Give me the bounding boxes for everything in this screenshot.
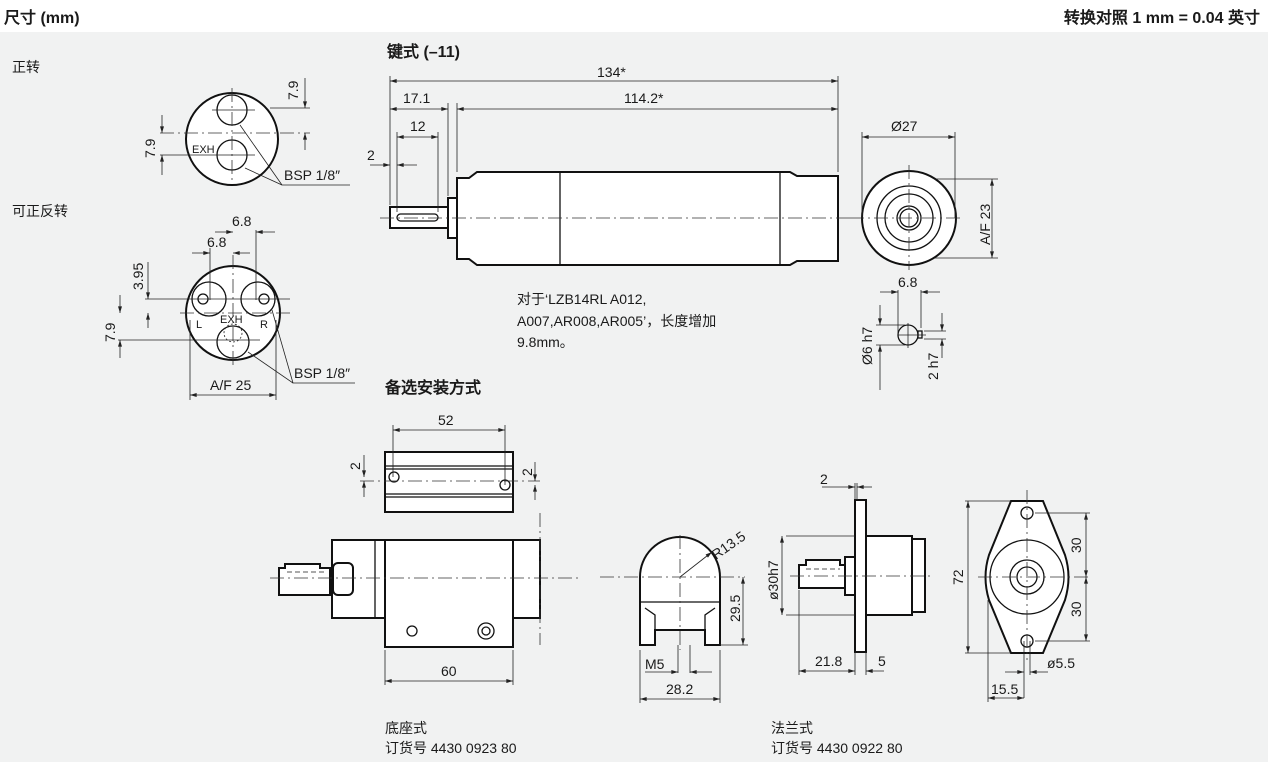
foot-mount-name: 底座式 xyxy=(385,720,427,736)
motor-tail xyxy=(911,538,926,613)
dim-dia-27: Ø27 xyxy=(891,118,918,134)
dim-2-left: 2 xyxy=(347,462,363,470)
keyed-end-view: Ø27 A/F 23 6.8 Ø6 h7 2 h7 xyxy=(850,118,998,390)
dim-dia-30h7: ø30h7 xyxy=(765,560,781,600)
dim-7.9: 7.9 xyxy=(102,322,118,342)
motor-tail xyxy=(512,539,541,619)
dim-r13.5: R13.5 xyxy=(709,528,749,563)
dim-17.1: 17.1 xyxy=(403,90,430,106)
dim-3.95: 3.95 xyxy=(130,263,146,290)
dim-5: 5 xyxy=(878,653,886,669)
dim-134: 134* xyxy=(597,64,626,80)
foot-bracket xyxy=(384,539,514,648)
key xyxy=(917,330,923,339)
exh-label: EXH xyxy=(192,144,215,156)
forward-label: 正转 xyxy=(12,59,40,75)
mounting-title: 备选安装方式 xyxy=(384,378,481,397)
dim-7.9-top: 7.9 xyxy=(285,80,301,100)
motor-body xyxy=(456,171,839,266)
dim-21.8: 21.8 xyxy=(815,653,842,669)
foot-mount-view: 52 2 2 60 R13.5 29.5 M5 28.2 底座式 xyxy=(270,412,748,756)
note-line-2: A007,AR008,AR005’，长度增加 xyxy=(517,313,716,329)
dim-m5: M5 xyxy=(645,656,665,672)
output-shaft xyxy=(389,206,449,229)
dim-shaft-dia: Ø6 h7 xyxy=(859,327,875,365)
note-line-3: 9.8mm。 xyxy=(517,334,574,350)
bsp-label: BSP 1/8″ xyxy=(294,365,350,381)
dim-6.8-a: 6.8 xyxy=(232,213,252,229)
reversible-port-view: 可正反转 6.8 6.8 3.95 7.9 EXH L R BSP 1/8″ A… xyxy=(12,203,355,400)
bsp-label: BSP 1/8″ xyxy=(284,167,340,183)
flange-body xyxy=(865,535,913,616)
page-title: 尺寸 (mm) xyxy=(4,10,80,27)
output-shaft xyxy=(278,563,331,596)
dim-2: 2 xyxy=(367,147,375,163)
dim-2: 2 xyxy=(820,471,828,487)
dim-6.8-b: 6.8 xyxy=(207,234,227,250)
foot-top-view xyxy=(384,451,514,513)
dim-52: 52 xyxy=(438,412,454,428)
dim-12: 12 xyxy=(410,118,426,134)
dim-hole-5.5: ø5.5 xyxy=(1047,655,1075,671)
exh-label: EXH xyxy=(220,314,243,326)
dim-30-upper: 30 xyxy=(1068,537,1084,553)
dim-30-lower: 30 xyxy=(1068,601,1084,617)
dim-15.5: 15.5 xyxy=(991,681,1018,697)
note-line-1: 对于‘LZB14RL A012, xyxy=(517,291,646,307)
dim-2-right: 2 xyxy=(519,468,535,476)
mount-hole xyxy=(477,622,495,640)
reversible-label: 可正反转 xyxy=(12,203,68,219)
dim-7.9-left: 7.9 xyxy=(142,138,158,158)
dim-af-23: A/F 23 xyxy=(977,204,993,245)
key-slot xyxy=(396,213,439,222)
l-marking: L xyxy=(196,319,202,331)
dim-af-25: A/F 25 xyxy=(210,377,251,393)
dim-29.5: 29.5 xyxy=(727,595,743,622)
dim-72: 72 xyxy=(950,569,966,585)
forward-port-view: 正转 7.9 7.9 EXH BSP 1/8″ xyxy=(12,59,350,186)
mount-hole xyxy=(406,625,418,637)
dim-key-6.8: 6.8 xyxy=(898,274,918,290)
keyed-title: 键式 (–11) xyxy=(386,42,460,61)
flange-mount-name: 法兰式 xyxy=(771,720,813,736)
keyed-motor-view: 键式 (–11) 134* 17.1 114.2* 12 2 对于‘LZB14R… xyxy=(367,42,850,350)
unit-conversion: 转换对照 1 mm = 0.04 英寸 xyxy=(1063,10,1260,27)
flange-mount-order-number: 订货号 4430 0922 80 xyxy=(771,740,903,756)
mount-hole xyxy=(388,471,400,483)
dim-key-h: 2 h7 xyxy=(925,353,941,380)
foot-mount-order-number: 订货号 4430 0923 80 xyxy=(385,740,517,756)
dim-114.2: 114.2* xyxy=(624,90,664,106)
flange-mount-view: ø30h7 2 21.8 5 72 30 30 ø5.5 15.5 法兰式 订货… xyxy=(765,471,1090,756)
dim-28.2: 28.2 xyxy=(666,681,693,697)
dim-60: 60 xyxy=(441,663,457,679)
r-marking: R xyxy=(260,319,268,331)
output-shaft xyxy=(798,559,846,589)
